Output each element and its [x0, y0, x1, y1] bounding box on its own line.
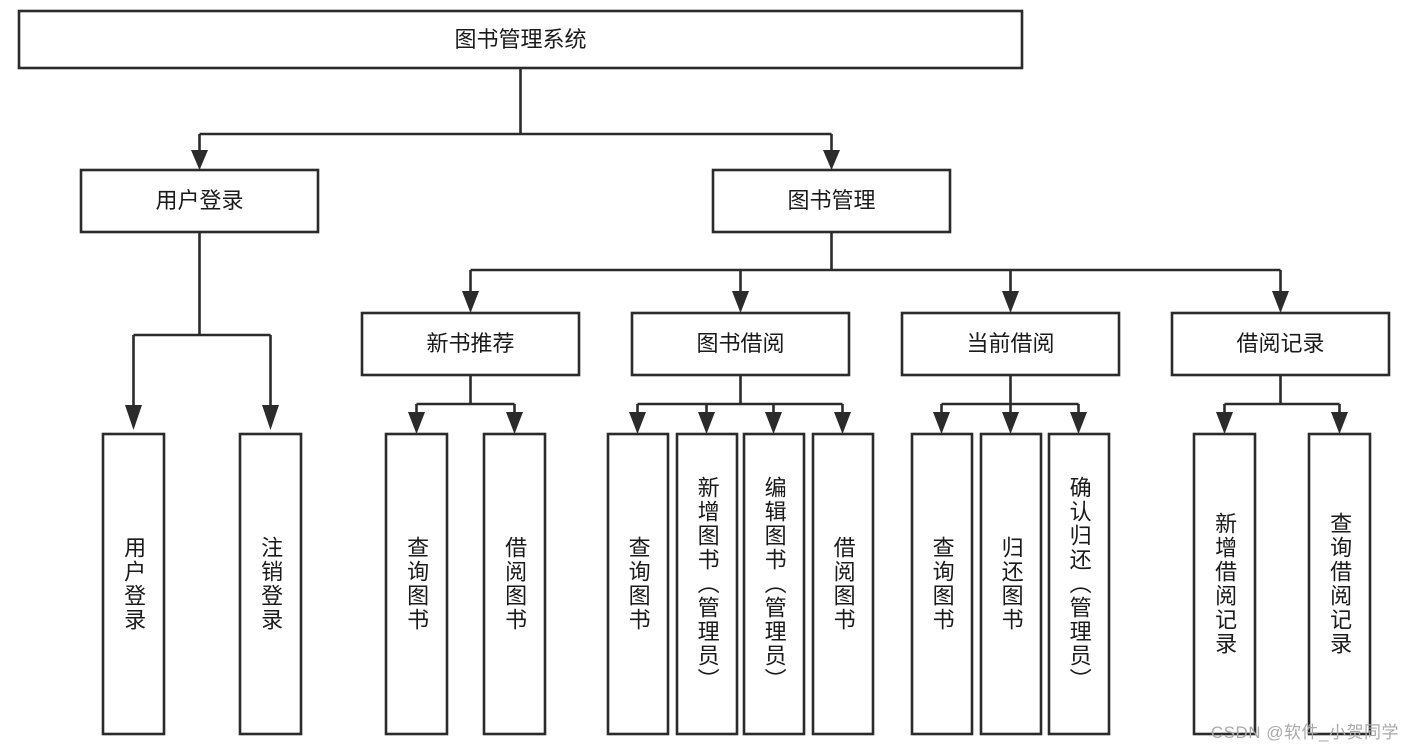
arrow-to-leaf-borrow-lend: [834, 412, 851, 434]
node-borrow-record-label: 借阅记录: [1236, 331, 1324, 356]
node-book-borrow-box[interactable]: [630, 311, 851, 377]
leaf-box-borrow-edit[interactable]: [742, 432, 806, 736]
leaf-box-record-query[interactable]: [1307, 432, 1372, 736]
leaf-box-recommend-query[interactable]: [384, 432, 449, 736]
leaf-box-current-confirm[interactable]: [1047, 432, 1111, 736]
node-root-label: 图书管理系统: [454, 27, 586, 52]
leaf-box-borrow-add[interactable]: [675, 432, 739, 736]
node-layer: 图书管理系统 用户登录 图书管理 新书推荐 图书借阅 当前借阅 借阅记录: [17, 9, 1391, 736]
node-current-borrow-box[interactable]: [900, 311, 1121, 377]
node-current-borrow-label: 当前借阅: [966, 331, 1054, 356]
arrow-to-leaf-record-add: [1216, 412, 1233, 434]
arrow-to-leaf-current-query: [933, 412, 950, 434]
arrow-to-leaf-recommend-query: [408, 412, 425, 434]
node-book-manage-label: 图书管理: [787, 188, 875, 213]
leaf-box-record-add[interactable]: [1192, 432, 1257, 736]
arrow-to-book-manage: [823, 150, 840, 170]
arrow-to-user-login: [191, 150, 208, 170]
arrow-to-current-borrow: [1002, 291, 1019, 313]
watermark-text: CSDN @软件_小贺同学: [1210, 723, 1399, 742]
node-borrow-record-box[interactable]: [1170, 311, 1391, 377]
node-user-login-box[interactable]: [79, 168, 320, 234]
node-user-login-label: 用户登录: [155, 188, 243, 213]
arrow-to-leaf-record-query: [1331, 412, 1348, 434]
node-new-book-recommend-label: 新书推荐: [426, 331, 514, 356]
leaf-box-current-query[interactable]: [910, 432, 974, 736]
node-new-book-recommend-box[interactable]: [360, 311, 581, 377]
leaf-box-current-return[interactable]: [979, 432, 1043, 736]
leaf-box-borrow-lend[interactable]: [811, 432, 875, 736]
node-root-box[interactable]: [17, 9, 1024, 70]
leaf-box-recommend-borrow[interactable]: [482, 432, 547, 736]
arrow-to-borrow-record: [1272, 291, 1289, 313]
arrow-to-leaf-logout: [262, 405, 279, 430]
node-book-borrow-label: 图书借阅: [696, 331, 784, 356]
arrow-to-leaf-borrow-query: [629, 412, 646, 434]
arrow-to-leaf-user-login: [125, 405, 142, 430]
arrow-to-new-book-recommend: [462, 291, 479, 313]
node-book-manage-box[interactable]: [711, 168, 952, 234]
arrow-to-leaf-borrow-add: [698, 412, 715, 434]
arrow-to-leaf-current-confirm: [1070, 412, 1087, 434]
arrow-to-book-borrow: [732, 291, 749, 313]
arrow-to-leaf-current-return: [1002, 412, 1019, 434]
arrow-to-leaf-borrow-edit: [765, 412, 782, 434]
leaf-box-user-login[interactable]: [101, 432, 166, 736]
connector-layer: [125, 68, 1348, 434]
leaf-box-logout[interactable]: [238, 432, 303, 736]
leaf-box-borrow-query[interactable]: [606, 432, 670, 736]
arrow-to-leaf-recommend-borrow: [506, 412, 523, 434]
